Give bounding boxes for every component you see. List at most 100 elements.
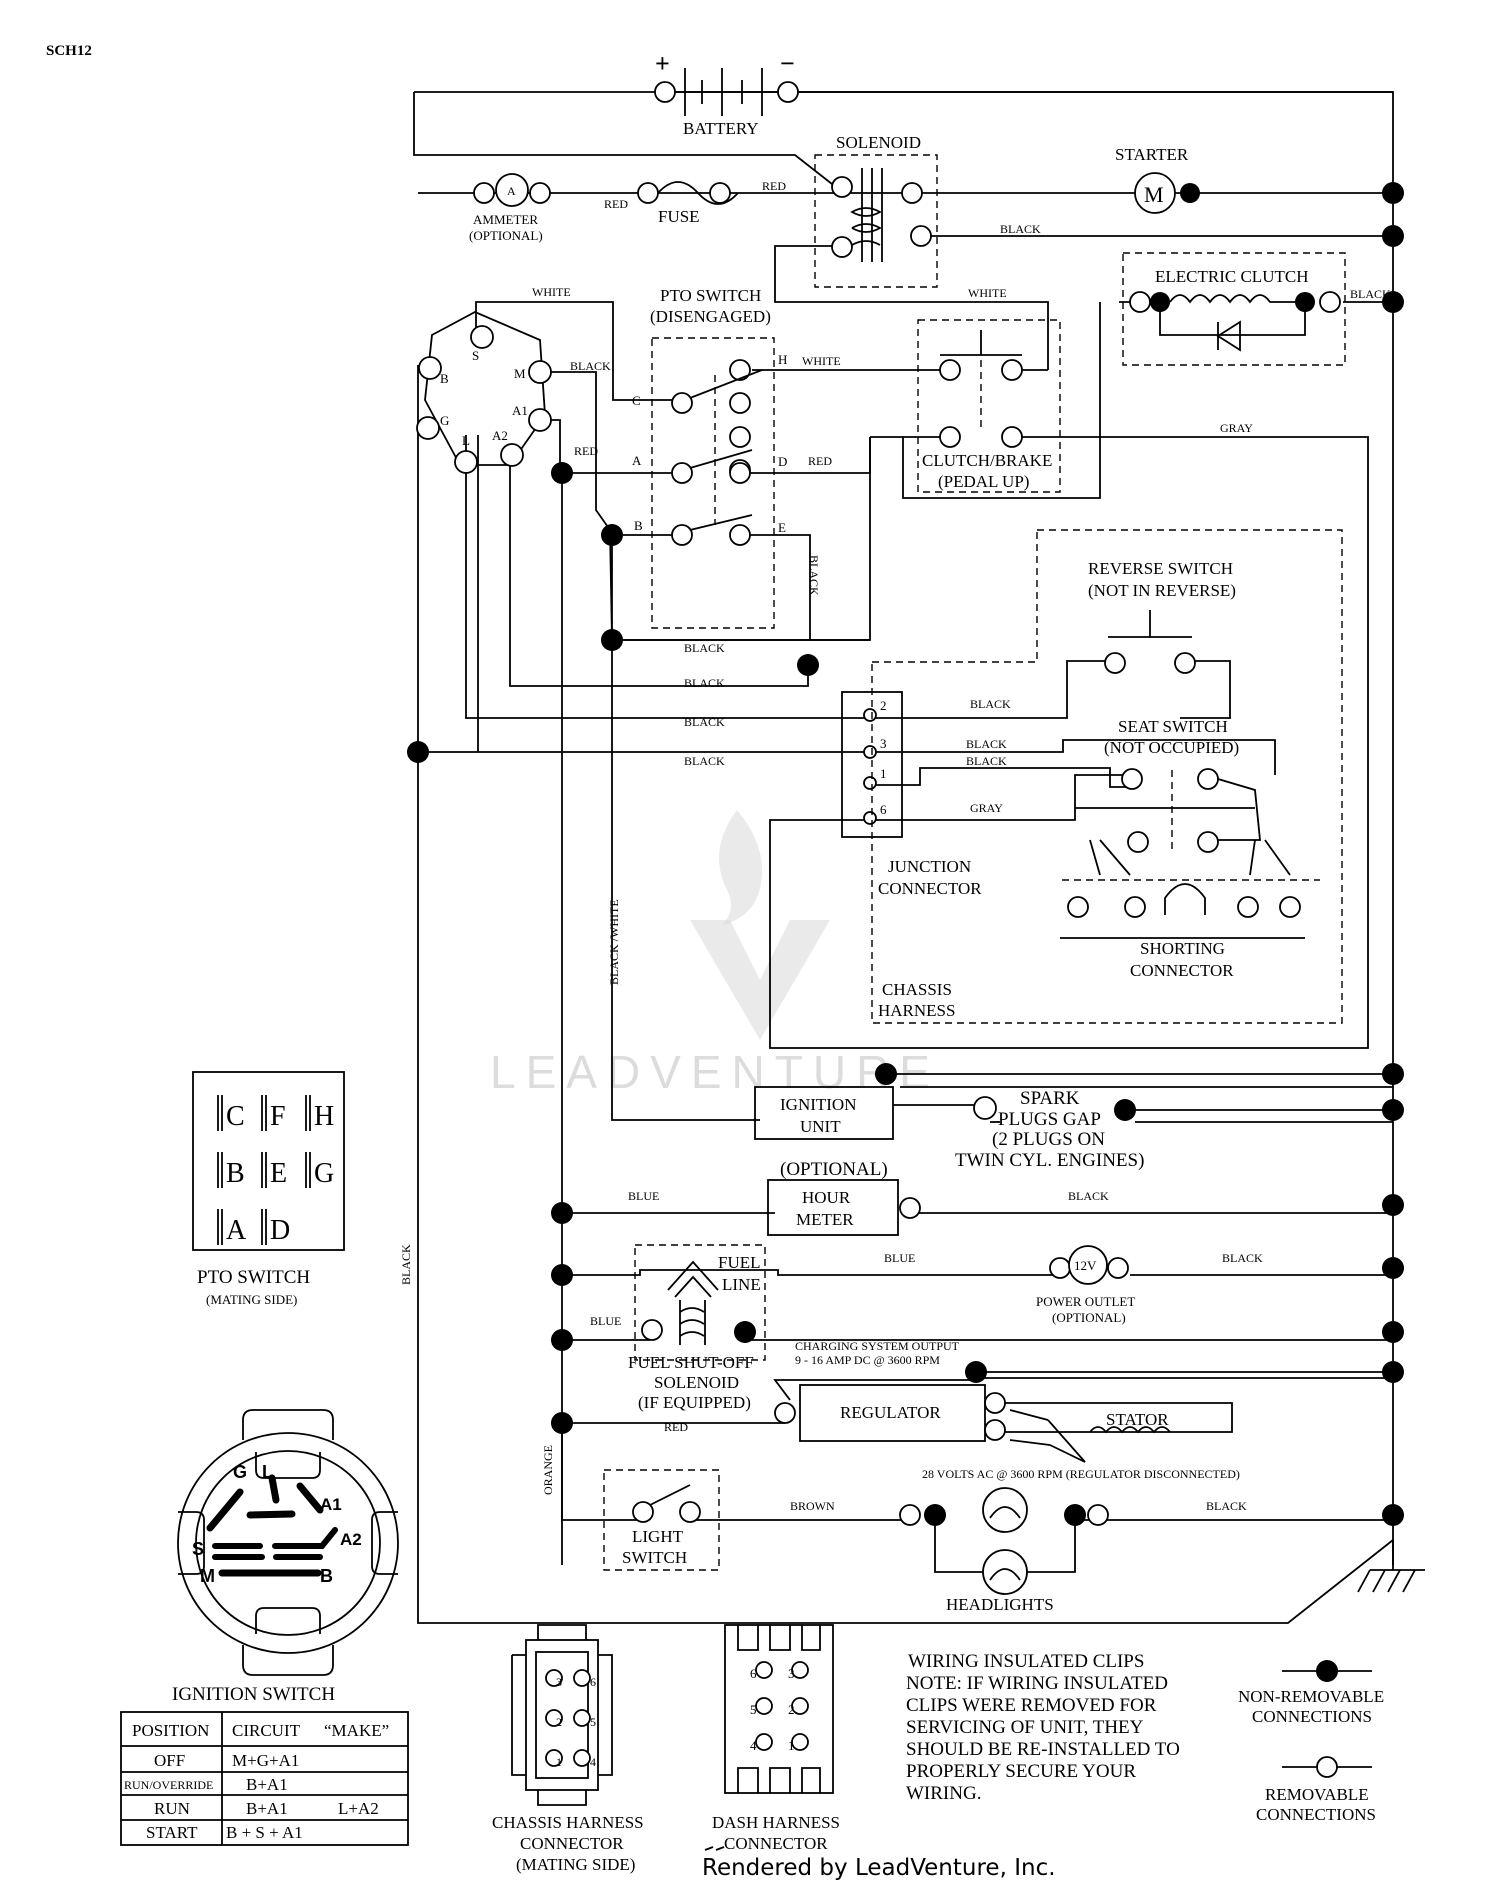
dash-pin (755, 1733, 773, 1751)
pto-switch: PTO SWITCH (DISENGAGED) C A B H D E (632, 286, 787, 629)
pto-mating-pin-h: H (314, 1101, 334, 1132)
pto-switch-state: (DISENGAGED) (650, 307, 771, 326)
junction-pin-2: 2 (880, 698, 887, 713)
note-line-1: NOTE: IF WIRING INSULATED (906, 1673, 1168, 1694)
chassis-pin (573, 1669, 591, 1687)
wire-black-2: BLACK (684, 676, 725, 690)
ign-label-g: G (440, 413, 449, 428)
ignition-switch-face: G L A1 S A2 M B IGNITION SWITCH (172, 1409, 399, 1705)
hour-meter: (OPTIONAL) HOUR METER (767, 1159, 921, 1236)
solenoid-label: SOLENOID (836, 133, 921, 152)
ign-terminal-l (454, 450, 478, 474)
wire-black-3: BLACK (684, 715, 725, 729)
reverse-state: (NOT IN REVERSE) (1088, 581, 1236, 600)
pto-switch-label: PTO SWITCH (660, 286, 761, 305)
wire-black-4: BLACK (684, 754, 725, 768)
wire-red-fuse: RED (604, 197, 628, 211)
chassis-pin (573, 1749, 591, 1767)
pto-mating-pin-a: A (226, 1215, 247, 1246)
battery-pos-sign: + (655, 49, 670, 78)
note-line-6: WIRING. (906, 1783, 981, 1804)
starter-label: STARTER (1115, 145, 1189, 164)
pto-label-h: H (778, 352, 787, 367)
charging-label-1: CHARGING SYSTEM OUTPUT (795, 1339, 960, 1353)
electric-clutch-label: ELECTRIC CLUTCH (1155, 267, 1308, 286)
dash-pin-label: 6 (750, 1666, 757, 1681)
ignition-table: POSITION CIRCUIT “MAKE” OFF M+G+A1 RUN/O… (120, 1711, 409, 1846)
reverse-label: REVERSE SWITCH (1088, 559, 1233, 578)
ign-face-g: G (233, 1462, 247, 1482)
wire-black-1: BLACK (684, 641, 725, 655)
dash-pin-label: 2 (788, 1702, 795, 1717)
chassis-harness: CHASSIS HARNESS REVERSE SWITCH (NOT IN R… (871, 529, 1343, 1024)
shorting-label-1: SHORTING (1140, 939, 1225, 958)
stator: STATOR 28 VOLTS AC @ 3600 RPM (REGULATOR… (922, 1402, 1240, 1481)
chassis-pin-label: 4 (590, 1755, 596, 1769)
doc-id: SCH12 (46, 43, 92, 59)
seat-state: (NOT OCCUPIED) (1104, 738, 1239, 757)
ign-label-s: S (472, 348, 479, 363)
hour-label-1: HOUR (802, 1188, 851, 1207)
wire-brown: BROWN (790, 1499, 835, 1513)
chassis-pin-label: 6 (590, 1675, 596, 1689)
pto-label-b: B (634, 518, 643, 533)
dash-pin (791, 1733, 809, 1751)
dash-pin (755, 1697, 773, 1715)
leadventure-watermark: LEADVENTURE (490, 810, 940, 1098)
chassis-pin (545, 1669, 563, 1687)
light-label-2: SWITCH (622, 1548, 687, 1567)
battery-neg-sign: − (780, 49, 795, 78)
ign-terminal-g (416, 416, 440, 440)
fuel-shutoff-solenoid: FUEL LINE FUEL SHUT-OFF SOLENOID (IF EQU… (628, 1244, 766, 1412)
dash-conn-label-2: CONNECTOR (724, 1834, 828, 1853)
wiring-note: WIRING INSULATED CLIPS NOTE: IF WIRING I… (906, 1651, 1180, 1804)
ignition-switch-terminals: B S M G A1 L A2 (416, 311, 552, 474)
wire-orange: ORANGE (541, 1445, 555, 1495)
chassis-pin-label: 2 (556, 1715, 562, 1729)
wire-black-white: BLACK /WHITE (607, 899, 621, 985)
legend: NON-REMOVABLE CONNECTIONS REMOVABLE CONN… (1238, 1660, 1384, 1824)
right-bus-dots (1382, 182, 1404, 313)
hour-label-2: METER (796, 1210, 854, 1229)
wire-red-pto: RED (808, 454, 832, 468)
ign-face-b: B (320, 1566, 333, 1586)
pto-mating-pin-e: E (270, 1158, 287, 1189)
ign-table-circuit-1: B+A1 (246, 1775, 288, 1794)
spark-plugs: SPARK PLUGS GAP (2 PLUGS ON TWIN CYL. EN… (955, 1088, 1144, 1171)
ammeter-label: AMMETER (473, 212, 538, 227)
dash-pin-label: 4 (750, 1738, 757, 1753)
dash-pin (791, 1661, 809, 1679)
wire-black-ign: BLACK (570, 359, 611, 373)
ground-symbol (1357, 1540, 1425, 1593)
pto-mating-pin-c: C (226, 1101, 245, 1132)
fuel-sol-label-1: FUEL SHUT-OFF (628, 1353, 754, 1372)
power-symbol: 12V (1074, 1258, 1097, 1273)
wire-black-power: BLACK (1222, 1251, 1263, 1265)
battery-label: BATTERY (683, 119, 759, 138)
spark-label-3: (2 PLUGS ON (992, 1129, 1105, 1150)
pto-mating-pin-d: D (270, 1215, 290, 1246)
ign-table-pos-1: RUN/OVERRIDE (124, 1778, 213, 1792)
ignition-unit-label-1: IGNITION (780, 1095, 856, 1114)
chassis-pin-label: 3 (556, 1675, 562, 1689)
pto-mating-title: PTO SWITCH (197, 1267, 310, 1288)
pto-label-d: D (778, 454, 787, 469)
legend-removable-1: REMOVABLE (1265, 1785, 1369, 1804)
watermark-text: LEADVENTURE (490, 1046, 940, 1098)
left-dots (407, 462, 819, 1434)
junction-connector: 2 3 1 6 JUNCTION CONNECTOR (841, 691, 982, 898)
junction-pin-6: 6 (880, 802, 887, 817)
pto-mating-pin-g: G (314, 1158, 334, 1189)
wire-red-solenoid: RED (762, 179, 786, 193)
ign-face-m: M (200, 1566, 215, 1586)
fuel-line-label-2: LINE (722, 1275, 761, 1294)
ign-table-circuit-0: M+G+A1 (232, 1751, 299, 1770)
wire-black-5: BLACK (970, 697, 1011, 711)
pto-mating-pin-b: B (226, 1158, 245, 1189)
chassis-pin (573, 1709, 591, 1727)
ign-face-title: IGNITION SWITCH (172, 1684, 335, 1705)
ign-label-m: M (514, 366, 526, 381)
ignition-unit-label-2: UNIT (800, 1117, 841, 1136)
